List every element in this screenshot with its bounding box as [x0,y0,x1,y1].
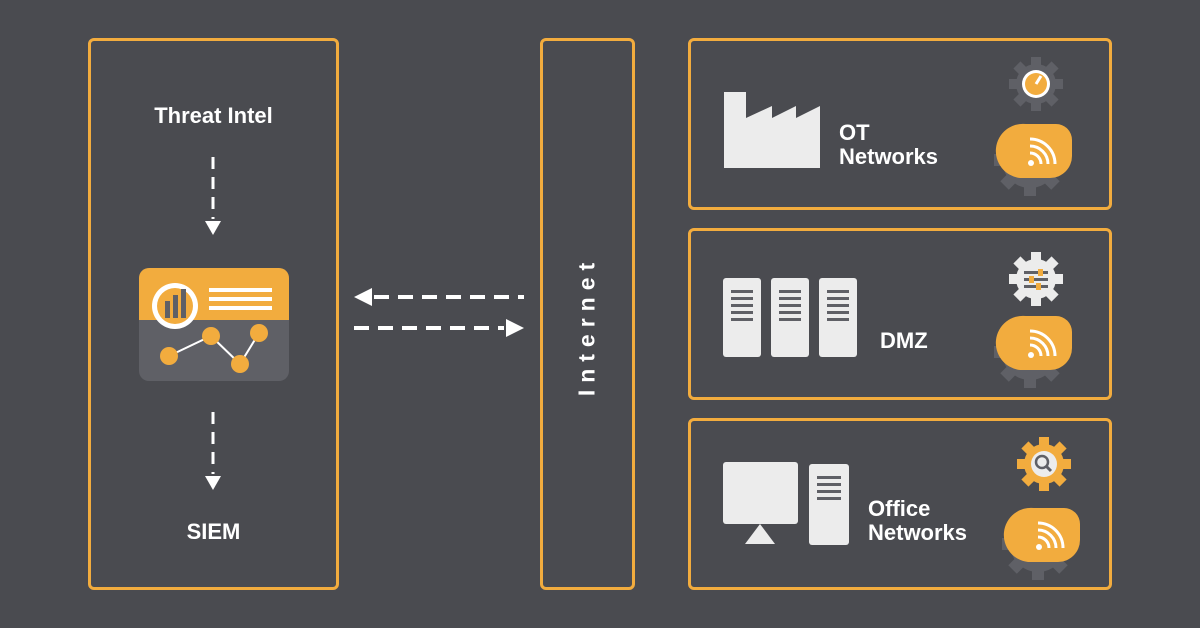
office-networks-label-line1: Office [868,496,931,521]
threat-intel-label: Threat Intel [154,103,273,128]
server-rack-icon [723,278,857,357]
security-operations-panel [88,38,339,590]
dashed-arrow-down-icon [205,412,221,490]
internet-panel [540,38,635,590]
search-gear-icon [1017,437,1071,491]
office-networks-label: Office Networks [868,497,967,545]
office-networks-label-line2: Networks [868,520,968,545]
siem-label: SIEM [186,519,241,544]
ot-networks-panel [688,38,1112,210]
ot-networks-label-line2: Networks [839,144,939,169]
signal-gear-icon [1002,507,1080,580]
gauge-gear-icon [1009,57,1063,111]
factory-icon [724,92,820,168]
sliders-gear-icon [1009,252,1063,306]
signal-gear-icon [994,123,1072,196]
dmz-label: DMZ [880,328,928,353]
dashed-arrow-bidirectional-icon [354,288,524,337]
ot-networks-label-line1: OT [839,120,870,145]
internet-label: Internet [573,255,600,397]
ot-networks-label: OT Networks [839,121,938,169]
dashed-arrow-down-icon [205,157,221,235]
office-networks-panel [688,418,1112,590]
dashboard-analytics-icon [139,268,289,381]
workstation-icon [723,462,849,545]
signal-gear-icon [994,315,1072,388]
dmz-panel [688,228,1112,400]
